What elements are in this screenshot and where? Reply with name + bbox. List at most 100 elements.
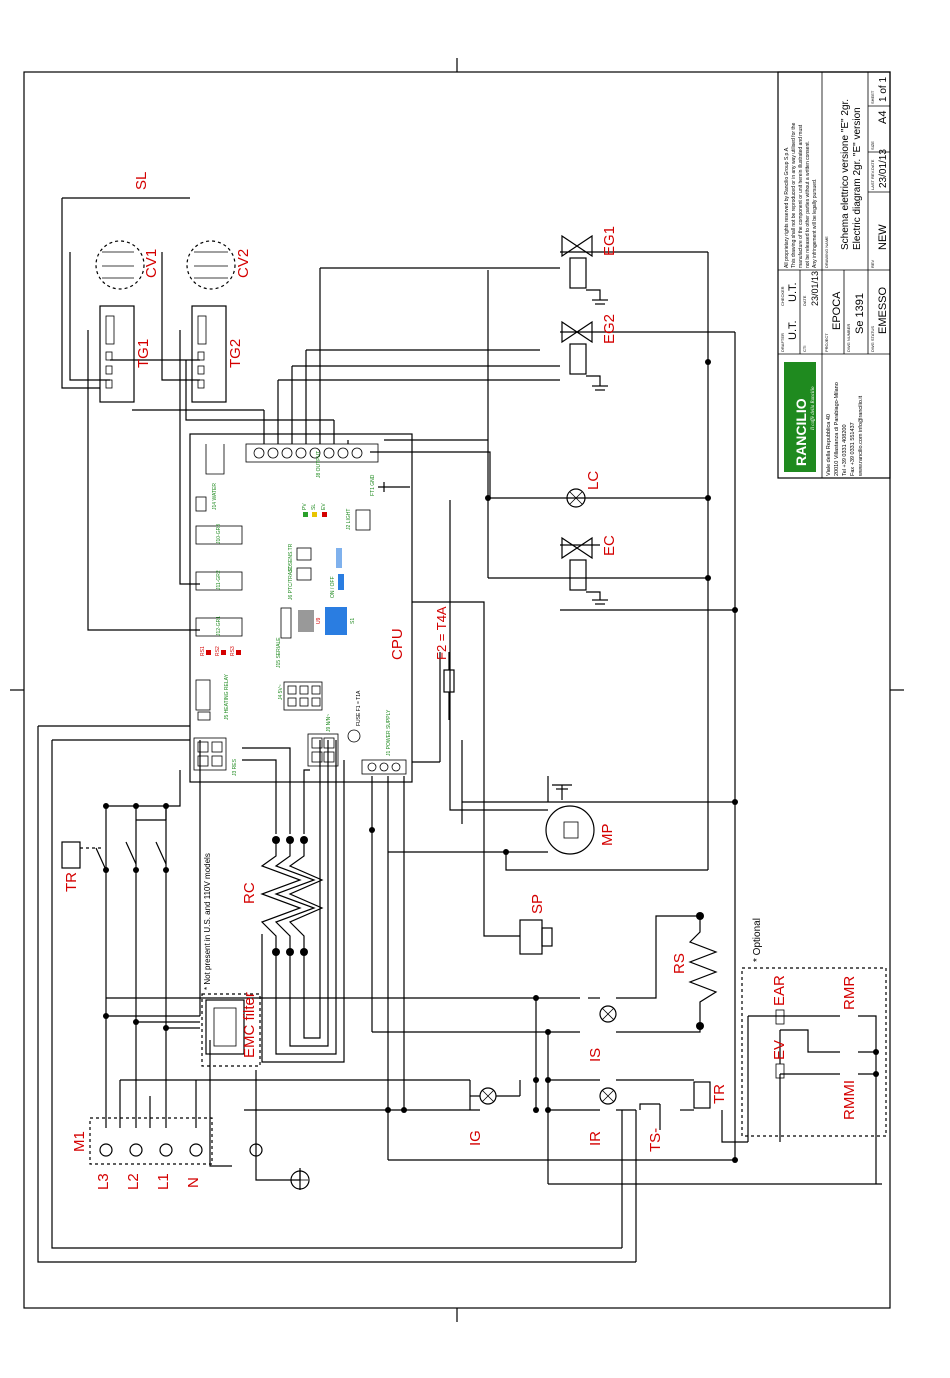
- m1-terminal-block: [89, 1117, 213, 1165]
- label-rmmi: RMMI: [841, 1080, 858, 1120]
- ground-symbol: [249, 1143, 310, 1190]
- title-block: [777, 71, 891, 479]
- emc-filter: [201, 993, 261, 1067]
- drawing-name-en: Electric diagram 2gr. "E" version: [852, 107, 863, 250]
- drawing-name-it: Schema elettrico versione "E" 2gr.: [840, 99, 851, 250]
- label-rmr: RMR: [841, 976, 858, 1010]
- lc-lamp: [566, 488, 586, 508]
- address-line-4: Fax +39 0331 551437: [850, 422, 856, 476]
- wiring: [37, 197, 882, 1263]
- cti-label: CTI: [802, 346, 807, 352]
- label-n: N: [185, 1177, 202, 1188]
- label-tr-secondary: TR: [711, 1084, 728, 1104]
- address-line-2: 20010 Villastanza di Parabiago-Milano: [834, 382, 840, 476]
- label-power-supply: J1 POWER SUPPLY: [386, 709, 392, 756]
- label-sl: SL: [133, 172, 150, 190]
- label-ev: EV: [771, 1040, 788, 1060]
- tg2-flowmeter: [191, 305, 227, 403]
- label-j12: J12-GR1: [216, 616, 222, 636]
- junction-dots: [103, 359, 879, 1163]
- copyright-line-5: Any infringement will be legally pursued…: [812, 179, 818, 268]
- rc-heater: [260, 836, 324, 956]
- label-ir: IR: [587, 1131, 604, 1146]
- logo-text: RANCILIO: [793, 398, 809, 466]
- sp-pressure-switch: [519, 919, 553, 955]
- drawing-name-label: DRAWING NAME: [824, 236, 829, 268]
- label-l3: L3: [95, 1173, 112, 1190]
- label-cv1: CV1: [143, 249, 160, 278]
- label-on-off: ON / OFF: [330, 576, 336, 598]
- label-emc-filter: EMC filter: [241, 992, 258, 1058]
- label-tr-main: TR: [63, 872, 80, 892]
- address-line-3: Tel +39 0331 408200: [842, 424, 848, 476]
- tr-relay-secondary: [693, 1081, 711, 1109]
- label-lc: LC: [585, 471, 602, 490]
- label-fuse: FUSE F1 = T1A: [356, 690, 362, 726]
- eg1-valve: [561, 234, 608, 305]
- label-sp: SP: [529, 894, 546, 914]
- ec-valve: [561, 536, 608, 605]
- label-tg2: TG2: [227, 339, 244, 368]
- label-seriale: J15 SERIALE: [276, 637, 282, 668]
- copyright-line-2: This drawing shall not be reproduced or …: [791, 122, 797, 268]
- note-optional: * Optional: [752, 918, 763, 962]
- label-gnd: FT1 GND: [370, 474, 376, 496]
- checker-label: CHECKER: [780, 286, 785, 306]
- label-heating-relay: J5 HEATING RELAY: [224, 673, 230, 720]
- label-j10: J10-GR3: [216, 524, 222, 544]
- dwg-number-label: DWG NUMBER: [846, 324, 851, 352]
- cpu-board: [189, 433, 413, 783]
- label-ptc: J6 PTC/TRASD: [288, 565, 294, 600]
- project-label: PROJECT: [824, 333, 829, 352]
- label-l1: L1: [155, 1173, 172, 1190]
- label-l2: L2: [125, 1173, 142, 1190]
- dwg-status-label: DWG STATUS: [870, 326, 875, 352]
- tr-relay-coil: [61, 841, 167, 871]
- dwg-number-value: Se 1391: [854, 293, 866, 334]
- last-rev-value: 23/01/13: [878, 149, 889, 188]
- label-pv: PV: [302, 503, 308, 510]
- mp-pump: [545, 784, 595, 855]
- drafter-value: U.T.: [787, 320, 799, 340]
- rs-resistor: [688, 912, 718, 1030]
- cpu-board-labels: J8 OUTPUT J14 WATER FT1 GND J2 LIGHT PV …: [200, 451, 392, 776]
- ir-switch-lamp: [599, 1087, 617, 1105]
- label-u9: U9: [316, 617, 322, 624]
- sheet-value: 1 of 1: [878, 77, 889, 102]
- label-cv2: CV2: [235, 249, 252, 278]
- label-sensor-tr: J7 SENS.TR: [288, 543, 294, 572]
- label-dv: J4 5V~: [278, 684, 284, 700]
- sheet-frame: [10, 58, 904, 1322]
- size-value: A4: [877, 111, 889, 124]
- label-ec: EC: [601, 535, 618, 556]
- label-rs2: RS2: [215, 646, 221, 656]
- label-output: J8 OUTPUT: [316, 451, 322, 478]
- title-block-text: All proprietary rights reserved by Ranci…: [780, 77, 889, 477]
- rev-value: NEW: [877, 224, 889, 250]
- label-sl: SL: [311, 504, 317, 510]
- label-j11: J11-GR2: [216, 570, 222, 590]
- f2-fuse: [443, 652, 455, 720]
- label-mp: MP: [599, 824, 616, 847]
- rancilio-logo: [784, 362, 816, 472]
- label-ts: TS-: [647, 1128, 664, 1152]
- label-is: IS: [587, 1048, 604, 1062]
- label-rs3: RS3: [230, 646, 236, 656]
- drafter-label: DRAFTER: [780, 333, 785, 352]
- address-line-5: www.rancilio.com info@rancilio.it: [858, 395, 864, 477]
- label-rs: RS: [671, 953, 688, 974]
- tg1-flowmeter: [99, 305, 135, 403]
- copyright-line-3: manufacture of the component or unit her…: [798, 124, 804, 268]
- ig-switch-lamp: [479, 1087, 497, 1105]
- logo-tagline: Il caffè della Rancilio: [811, 386, 816, 431]
- sheet-label: SHEET: [870, 90, 875, 104]
- cv1-sensor: [95, 240, 145, 290]
- date-value: 23/01/13: [810, 271, 820, 306]
- date-label: DATE: [802, 295, 807, 306]
- copyright-line-4: not be released to other parties without…: [805, 141, 811, 268]
- dwg-status-value: EMESSO: [877, 286, 889, 334]
- label-ev: EV: [321, 503, 327, 510]
- label-ear: EAR: [771, 975, 788, 1006]
- label-rs1: RS1: [200, 646, 206, 656]
- label-eg2: EG2: [601, 314, 618, 344]
